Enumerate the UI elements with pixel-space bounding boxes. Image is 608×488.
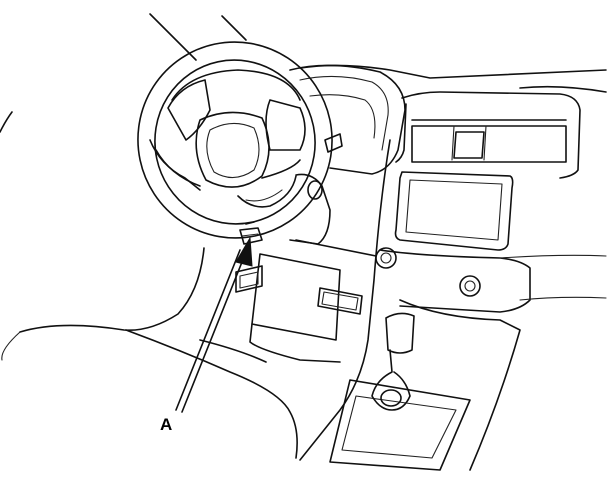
steering-column-lines	[149, 13, 247, 61]
dlc-connector	[239, 221, 263, 245]
center-stack	[375, 91, 607, 313]
dashboard-top	[299, 64, 607, 93]
steering-column-cover	[289, 133, 343, 245]
callout-label-a: A	[160, 415, 173, 434]
seat-and-floor	[0, 111, 298, 459]
callout-arrow	[175, 236, 253, 413]
steering-wheel	[137, 41, 333, 239]
center-console	[299, 139, 521, 471]
lower-dash	[235, 239, 377, 363]
